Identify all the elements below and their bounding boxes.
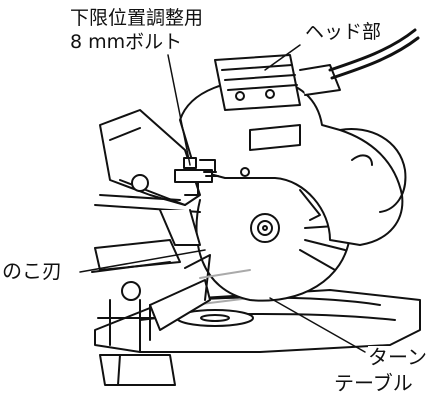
bolt-label-line2: 8 mmボルト: [70, 31, 183, 53]
leader-head: [264, 44, 301, 71]
turntable-label-line1: ターン: [368, 345, 427, 369]
blade-label: のこ刃: [2, 259, 62, 283]
handle: [339, 128, 407, 213]
leader-lines: [79, 44, 366, 353]
leader-blade: [79, 249, 206, 273]
turntable-label-line2: テーブル: [334, 371, 413, 395]
leader-turntable: [269, 297, 366, 353]
leader-bolt: [167, 54, 191, 166]
fence: [91, 239, 211, 341]
head-label: ヘッド部: [305, 21, 382, 43]
blade-hub: [250, 213, 280, 243]
saw-head: [179, 28, 420, 246]
bolt-label-line1: 下限位置調整用: [70, 7, 204, 29]
